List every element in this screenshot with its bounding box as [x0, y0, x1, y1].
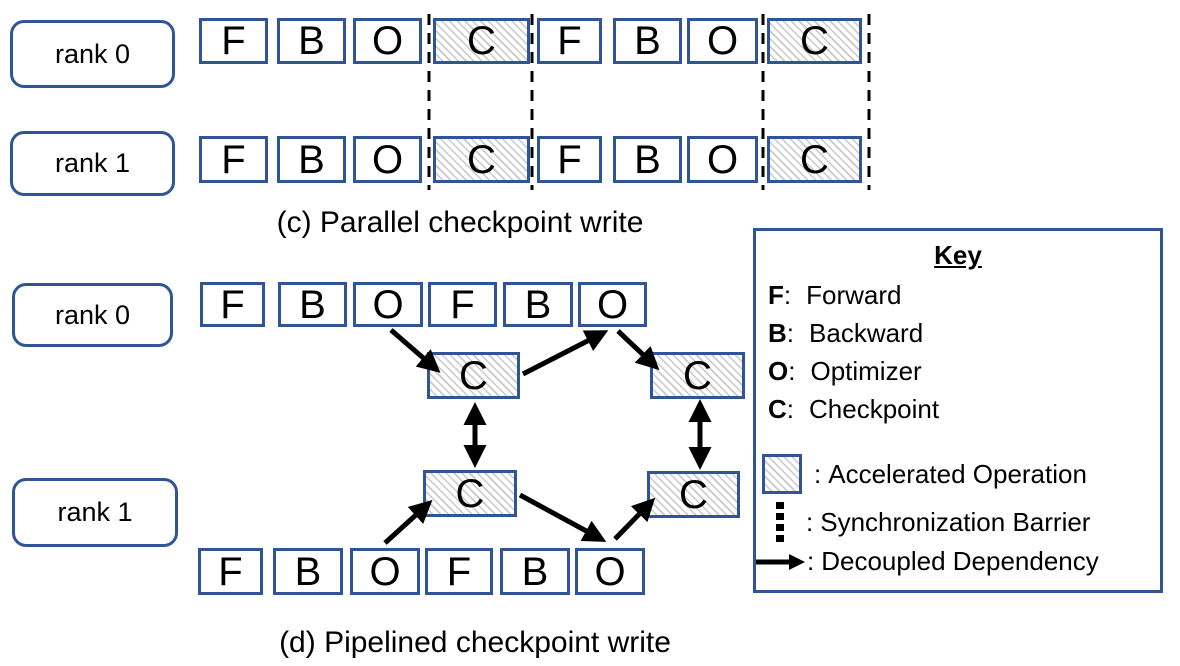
checkpoint-box: C: [647, 471, 740, 518]
dependency-arrow: [521, 330, 609, 377]
dependency-arrow: [383, 499, 433, 545]
operation-box: O: [687, 136, 758, 183]
key-entry-colon: :: [783, 280, 792, 310]
key-legend-row: :Decoupled Dependency: [755, 546, 1099, 577]
operation-box: F: [199, 18, 268, 64]
key-entry-colon: :: [788, 356, 796, 386]
operation-box: B: [277, 136, 346, 183]
key-box: [753, 228, 1163, 593]
operation-box: B: [503, 282, 573, 327]
dependency-arrow: [613, 497, 656, 541]
key-entry-label: Backward: [809, 318, 924, 348]
operation-box: F: [428, 282, 497, 327]
key-entry-symbol: F: [768, 280, 784, 310]
operation-box: O: [353, 18, 422, 64]
operation-box: B: [613, 136, 682, 183]
key-entry-colon: :: [786, 394, 795, 424]
c-rank1-label: rank 1: [10, 131, 175, 196]
key-legend-row: :Synchronization Barrier: [776, 502, 1090, 542]
checkpoint-box: C: [433, 18, 530, 64]
key-entry-symbol: O: [768, 356, 789, 386]
operation-box: O: [353, 282, 423, 327]
operation-box: B: [277, 18, 346, 64]
operation-box: O: [353, 136, 422, 183]
operation-box: B: [500, 548, 570, 595]
key-entry-label: Checkpoint: [809, 394, 940, 424]
key-entry-colon: :: [807, 546, 815, 576]
operation-box: F: [537, 136, 602, 183]
key-entry: B: Backward: [768, 320, 923, 346]
hatched-box-icon: [762, 454, 802, 494]
key-entry: F: Forward: [768, 282, 901, 308]
operation-box: B: [273, 548, 343, 595]
dependency-arrow: [518, 492, 607, 542]
checkpoint-box: C: [767, 18, 862, 64]
key-entry-colon: :: [786, 318, 795, 348]
key-legend-row: :Accelerated Operation: [762, 454, 1087, 494]
arrow-icon: [756, 553, 805, 570]
operation-box: F: [425, 548, 493, 595]
operation-box: F: [537, 18, 602, 64]
key-entry-symbol: B: [768, 318, 787, 348]
key-title: Key: [934, 240, 982, 270]
key-entry: O: Optimizer: [768, 358, 922, 384]
checkpoint-box: C: [423, 470, 517, 517]
checkpoint-box: C: [433, 136, 530, 183]
key-legend-label: :Accelerated Operation: [814, 458, 1087, 489]
key-entry-colon: :: [806, 506, 814, 537]
checkpoint-box: C: [427, 352, 520, 399]
c-rank0-label: rank 0: [10, 20, 175, 88]
operation-box: O: [350, 548, 420, 595]
key-legend-label: :Decoupled Dependency: [807, 546, 1099, 576]
checkpoint-box: C: [650, 352, 745, 399]
operation-box: O: [687, 18, 758, 64]
operation-box: O: [575, 548, 645, 595]
d-rank0-label: rank 0: [12, 283, 173, 347]
operation-box: O: [578, 282, 647, 327]
key-entry-label: Forward: [806, 280, 902, 310]
d-rank1-label: rank 1: [12, 478, 178, 547]
operation-box: F: [200, 282, 265, 327]
key-entry: C: Checkpoint: [768, 396, 939, 422]
dotted-line-icon: [776, 502, 784, 542]
checkpoint-box: C: [767, 136, 862, 183]
key-entry-label: Optimizer: [810, 356, 922, 386]
key-legend-label: :Synchronization Barrier: [806, 506, 1091, 537]
key-entry-symbol: C: [768, 394, 787, 424]
operation-box: B: [613, 18, 682, 64]
caption-parallel: (c) Parallel checkpoint write: [276, 206, 644, 239]
caption-pipelined: (d) Pipelined checkpoint write: [279, 626, 671, 659]
operation-box: F: [198, 548, 263, 595]
operation-box: F: [199, 136, 268, 183]
operation-box: B: [278, 282, 347, 327]
key-entry-colon: :: [814, 458, 822, 489]
